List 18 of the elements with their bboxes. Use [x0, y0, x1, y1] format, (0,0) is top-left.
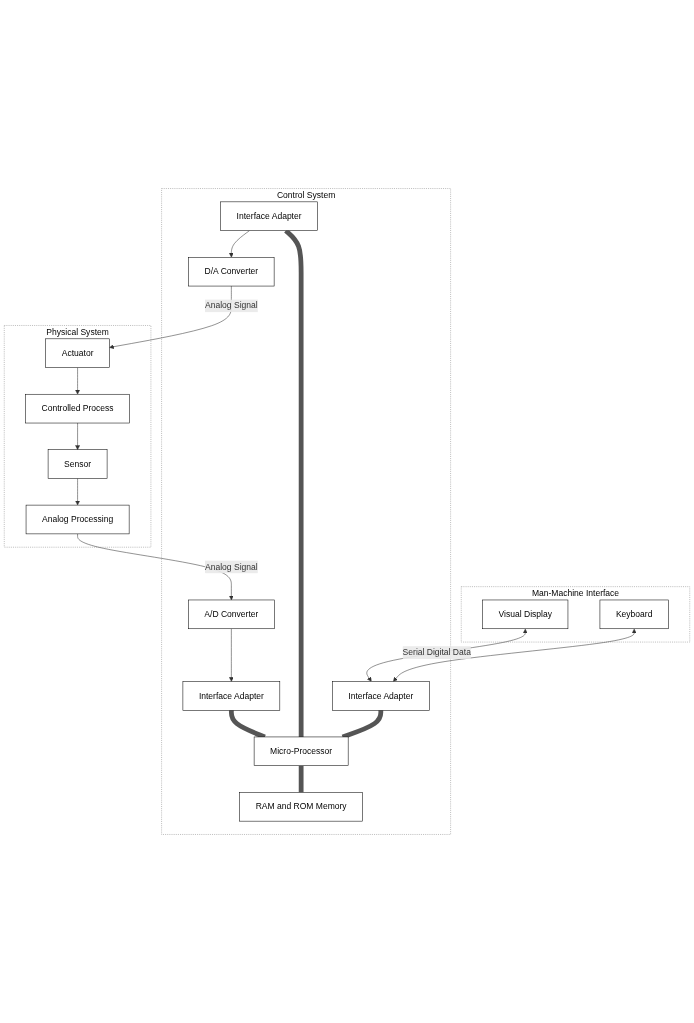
node-box: RAM and ROM Memory: [239, 792, 363, 822]
node-box: Interface Adapter: [220, 201, 318, 231]
connector: [298, 765, 304, 793]
node-box: Visual Display: [482, 599, 569, 629]
connector: [341, 710, 384, 740]
node-box: Keyboard: [599, 599, 669, 629]
node-box: D/A Converter: [188, 257, 275, 287]
node-box: Interface Adapter: [182, 681, 281, 711]
node-box: Micro-Processor: [253, 736, 349, 766]
node-box: Controlled Process: [25, 394, 130, 424]
edge-label: Serial Digital Data: [402, 647, 471, 657]
edge-label: Analog Signal: [205, 562, 258, 572]
edge-label: Analog Signal: [205, 300, 258, 311]
node-box: A/D Converter: [188, 599, 275, 629]
node-box: Sensor: [47, 449, 108, 479]
node-box: Analog Processing: [25, 504, 130, 535]
node-box: Actuator: [45, 338, 110, 368]
node-box: Interface Adapter: [332, 681, 430, 711]
